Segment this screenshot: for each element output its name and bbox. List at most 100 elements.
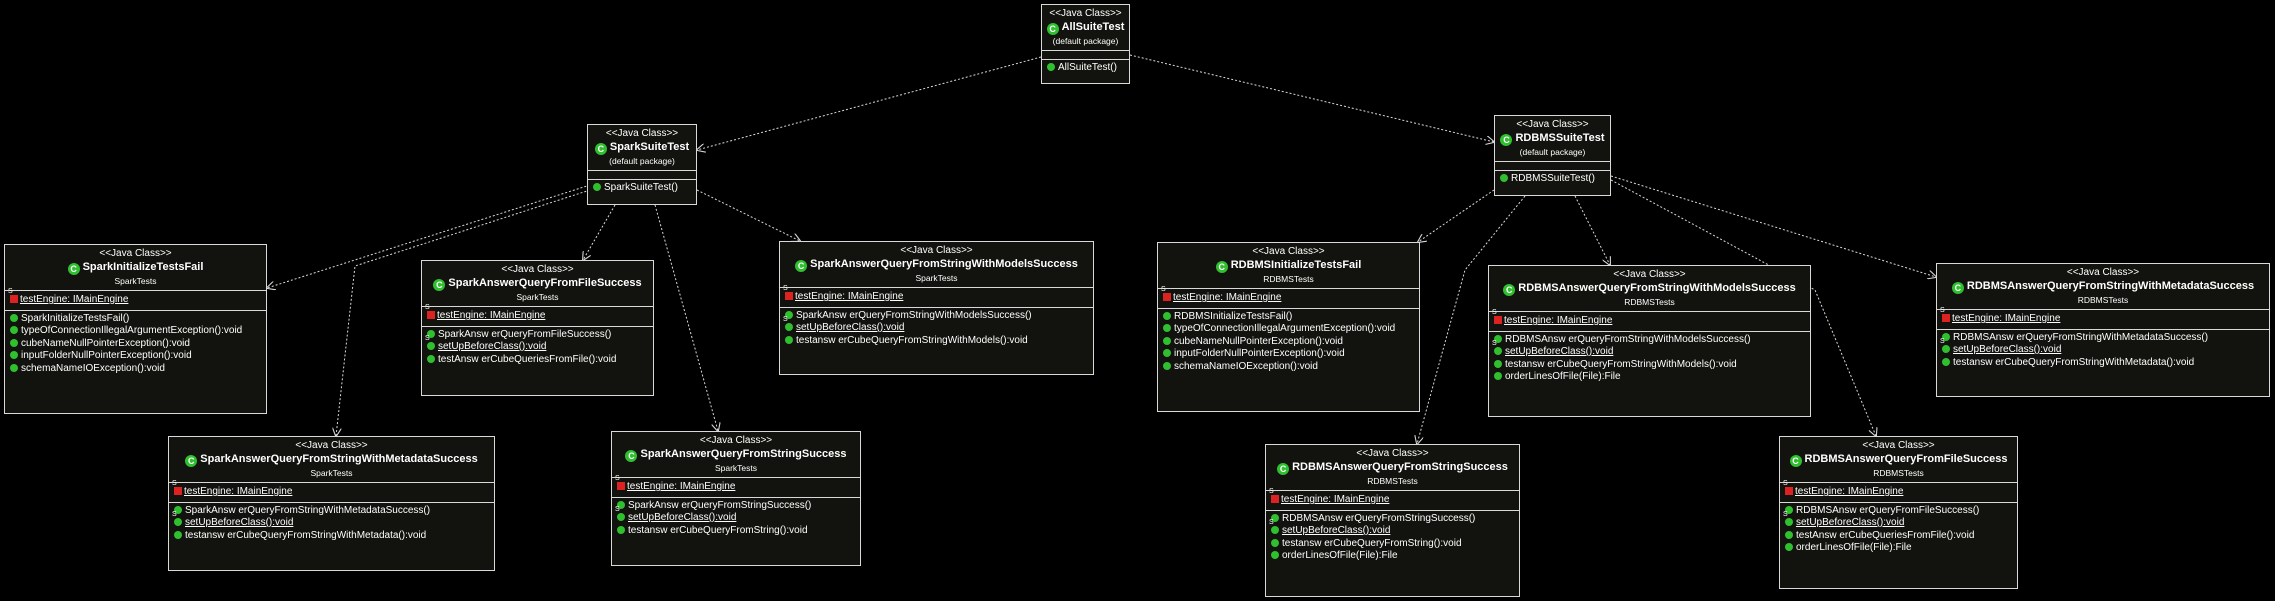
- class-icon: C: [1046, 23, 1059, 35]
- public-method-icon: [1494, 359, 1502, 368]
- fields-section: [1495, 162, 1610, 171]
- static-marker: S: [615, 506, 620, 513]
- static-marker: S: [425, 304, 430, 311]
- class-name-text: RDBMSAnswerQueryFromFileSuccess: [1804, 453, 2008, 465]
- class-icon: C: [1277, 463, 1290, 475]
- field-text: testEngine: IMainEngine: [1795, 486, 1904, 497]
- public-method-icon: [593, 183, 601, 191]
- static-marker: S: [1269, 519, 1274, 526]
- methods-section: SparkSuiteTest(): [588, 180, 696, 198]
- static-marker: S: [425, 335, 430, 342]
- field-text: testEngine: IMainEngine: [184, 486, 293, 497]
- field-text: testEngine: IMainEngine: [1281, 494, 1390, 505]
- class-icon: C: [433, 279, 446, 291]
- method-text: RDBMSAnsw erQueryFromStringSuccess(): [1282, 512, 1476, 524]
- method-text: SparkAnsw erQueryFromStringSuccess(): [628, 499, 812, 511]
- method-row: orderLinesOfFile(File):File: [1494, 371, 1805, 384]
- public-method-icon: [1494, 372, 1502, 380]
- method-row: RDBMSAnsw erQueryFromStringWithMetadataS…: [1942, 332, 2264, 345]
- private-field-icon: S: [1783, 480, 1793, 495]
- method-row: testansw erCubeQueryFromStringWithMetada…: [174, 530, 489, 543]
- class-name-text: RDBMSAnswerQueryFromStringSuccess: [1292, 461, 1508, 473]
- stereotype-label: <<Java Class>>: [1252, 246, 1325, 257]
- method-text: cubeNameNullPointerException():void: [21, 337, 190, 349]
- public-method-icon: [1163, 349, 1171, 357]
- edge-spark-suite-test-to-spark-answer-query-from-string-with-models-success: [696, 189, 800, 241]
- class-name-text: RDBMSAnswerQueryFromStringWithModelsSucc…: [1518, 282, 1796, 294]
- method-text: RDBMSInitializeTestsFail(): [1174, 310, 1293, 322]
- public-method-icon: [174, 505, 182, 514]
- package-label: SparkTests: [310, 468, 353, 478]
- method-row: SparkAnsw erQueryFromStringWithModelsSuc…: [785, 310, 1088, 323]
- class-name-text: SparkInitializeTestsFail: [82, 261, 204, 273]
- edge-rdbms-suite-test-to-rdbms-answer-query-from-string-with-models-success: [1574, 195, 1610, 265]
- class-icon: C: [185, 455, 198, 467]
- method-row: testansw erCubeQueryFromStringWithModels…: [1494, 359, 1805, 372]
- fields-section: [588, 171, 696, 180]
- method-row: cubeNameNullPointerException():void: [10, 338, 261, 351]
- stereotype-label: <<Java Class>>: [900, 245, 973, 256]
- method-text: typeOfConnectionIllegalArgumentException…: [1174, 323, 1396, 334]
- private-field-icon: S: [8, 288, 18, 303]
- class-icon: C: [1789, 455, 1802, 467]
- package-label: SparkTests: [114, 276, 157, 286]
- field-text: testEngine: IMainEngine: [1504, 315, 1613, 326]
- public-method-icon: [1494, 334, 1502, 343]
- static-marker: S: [1492, 340, 1497, 347]
- class-name-text: SparkAnswerQueryFromStringSuccess: [640, 448, 847, 460]
- edge-spark-suite-test-to-spark-answer-query-from-file-success: [583, 204, 616, 260]
- public-method-icon: S: [783, 316, 793, 331]
- public-method-icon: [1163, 311, 1171, 320]
- method-text: SparkSuiteTest(): [604, 182, 678, 193]
- method-text: setUpBeforeClass():void: [185, 517, 294, 528]
- public-method-icon: [617, 525, 625, 534]
- stereotype-label: <<Java Class>>: [605, 128, 679, 139]
- method-row: SparkAnsw erQueryFromStringSuccess(): [617, 500, 855, 513]
- method-text: typeOfConnectionIllegalArgumentException…: [21, 325, 243, 336]
- field-text: testEngine: IMainEngine: [795, 291, 904, 302]
- method-text: inputFolderNullPointerException():void: [21, 350, 192, 361]
- methods-section: RDBMSAnsw erQueryFromStringWithModelsSuc…: [1489, 332, 1810, 387]
- stereotype-label: <<Java Class>>: [2066, 267, 2140, 278]
- public-method-icon: S: [425, 335, 435, 350]
- methods-section: RDBMSAnsw erQueryFromStringWithMetadataS…: [1937, 330, 2269, 373]
- private-field-icon: S: [1940, 307, 1950, 322]
- public-method-icon: [1271, 513, 1279, 522]
- public-method-icon: [1271, 551, 1279, 559]
